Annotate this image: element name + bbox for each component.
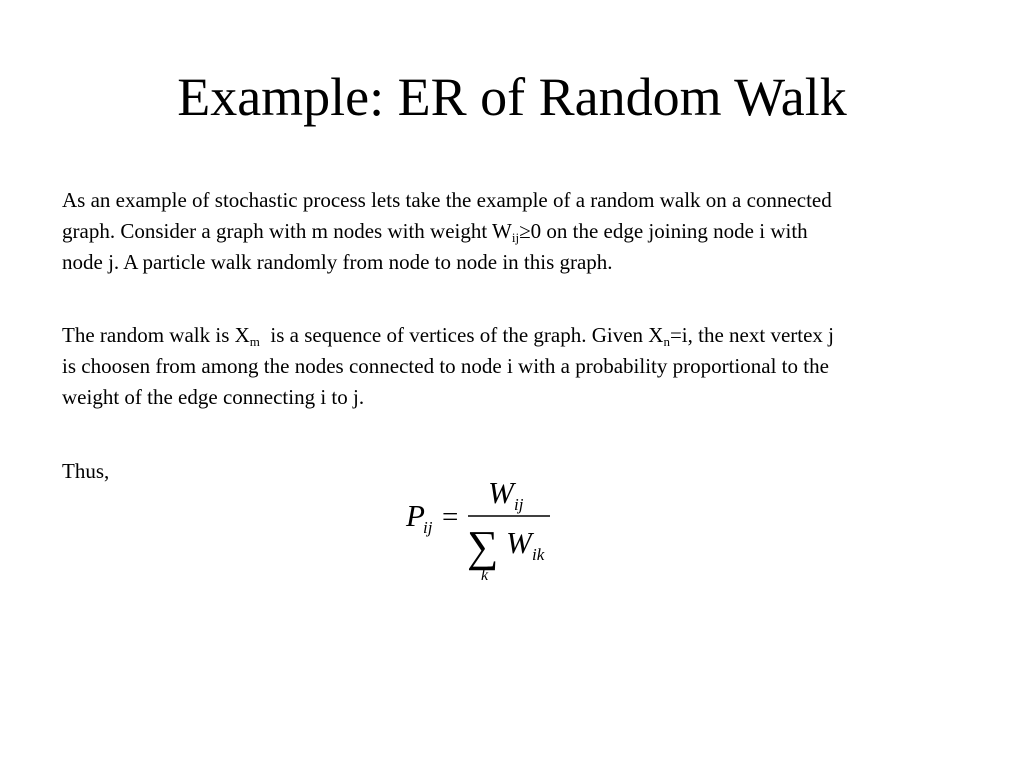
formula-svg: P ij = W ij ∑ k W ik: [405, 475, 550, 584]
formula-denominator-subscript: ik: [532, 545, 545, 564]
probability-formula: P ij = W ij ∑ k W ik: [400, 474, 560, 590]
text-run: graph. Consider a graph with m nodes wit…: [62, 219, 512, 243]
paragraph-line: weight of the edge connecting i to j.: [62, 385, 365, 409]
text-run: =i, the next vertex j: [669, 323, 834, 347]
formula-numerator: W: [488, 475, 517, 510]
paragraph-thus: Thus,: [62, 459, 110, 483]
slide-title: Example: ER of Random Walk: [177, 67, 847, 127]
sum-symbol: ∑: [467, 522, 498, 571]
formula-lhs-subscript: ij: [423, 518, 433, 537]
paragraph-line: The random walk is Xm is a sequence of v…: [62, 320, 992, 351]
formula-lhs: P: [405, 498, 425, 533]
paragraph-line: is choosen from among the nodes connecte…: [62, 354, 829, 378]
paragraph-random-walk-definition: The random walk is Xm is a sequence of v…: [62, 320, 992, 413]
subscript: m: [249, 334, 260, 349]
text-run: ≥0 on the edge joining node i with: [519, 219, 808, 243]
text-run: The random walk is X: [62, 323, 250, 347]
formula-equals: =: [442, 501, 458, 533]
formula-numerator-subscript: ij: [514, 495, 524, 514]
subscript: ij: [511, 230, 520, 245]
text-run: is a sequence of vertices of the graph. …: [259, 323, 664, 347]
paragraph-random-walk-intro: As an example of stochastic process lets…: [62, 185, 992, 278]
paragraph-line: node j. A particle walk randomly from no…: [62, 250, 613, 274]
formula-denominator: W: [506, 525, 535, 560]
sum-index: k: [481, 567, 489, 584]
paragraph-line: As an example of stochastic process lets…: [62, 188, 832, 212]
paragraph-line: graph. Consider a graph with m nodes wit…: [62, 216, 992, 247]
subscript: n: [663, 334, 670, 349]
